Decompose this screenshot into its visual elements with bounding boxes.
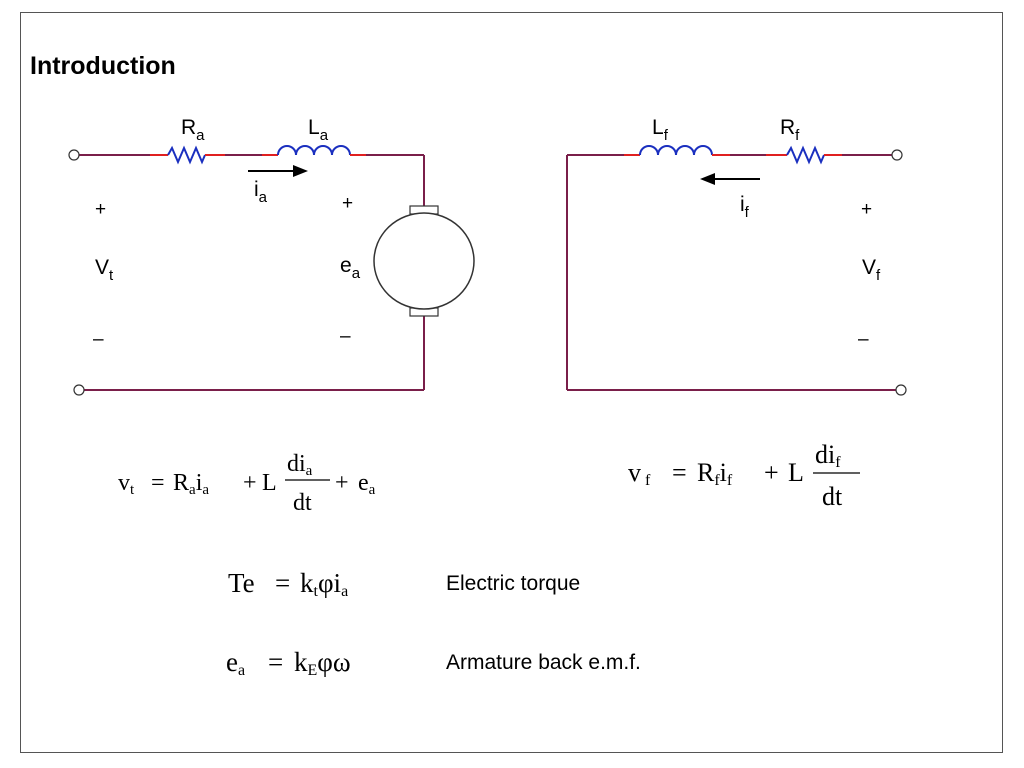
motor-armature — [373, 212, 475, 310]
terminal — [891, 149, 903, 161]
field-voltage-label: Vf — [862, 256, 881, 284]
field-current-label: if — [740, 193, 750, 221]
slide-frame — [20, 12, 1003, 753]
armature-inductor-label: La — [308, 116, 329, 144]
armature-resistor-label: Ra — [181, 116, 205, 144]
emf-minus-sign: – — [340, 326, 351, 347]
terminal — [895, 384, 907, 396]
eq-plus: + — [764, 458, 779, 487]
eq-lhs: ea — [226, 647, 245, 679]
arrow-left-icon — [700, 173, 715, 185]
armature-resistor — [167, 145, 206, 165]
eq-equals: = — [672, 458, 687, 487]
eq-numerator: dia — [287, 451, 313, 479]
eq-equals: = — [151, 470, 165, 496]
eq-equals: = — [268, 647, 283, 677]
terminal-minus-sign: – — [93, 329, 104, 350]
eq-plus: + — [335, 470, 349, 496]
eq-term: L — [788, 458, 804, 487]
eq-plus: + — [243, 470, 257, 496]
eq-term: Rfif — [697, 458, 733, 489]
armature-inductor — [277, 145, 351, 156]
eq-term: ea — [358, 470, 376, 498]
field-resistor-label: Rf — [780, 116, 800, 144]
armature-current-label: ia — [254, 178, 268, 206]
field-plus-sign: + — [861, 199, 872, 220]
eq-lhs: vt — [118, 470, 135, 498]
field-inductor — [639, 145, 713, 156]
field-resistor — [786, 145, 825, 165]
back-emf-description: Armature back e.m.f. — [446, 651, 641, 674]
eq-denominator: dt — [822, 482, 843, 511]
eq-equals: = — [275, 568, 290, 598]
back-emf-label: ea — [340, 254, 361, 282]
eq-lhs: Te — [228, 568, 255, 598]
page-title: Introduction — [30, 52, 176, 80]
field-minus-sign: – — [858, 329, 869, 350]
eq-term: kEφω — [294, 647, 351, 679]
field-circuit: Lf Rf if + Vf – — [566, 116, 907, 396]
torque-description: Electric torque — [446, 572, 581, 595]
eq-term: ktφia — [300, 568, 348, 600]
eq-term: Raia — [173, 470, 209, 498]
back-emf-equation: ea = kEφω — [226, 647, 351, 679]
armature-voltage-equation: vt = Raia + L dia dt + ea — [118, 451, 376, 516]
torque-equation: Te = ktφia — [228, 568, 348, 600]
eq-denominator: dt — [293, 490, 312, 516]
terminal-voltage-label: Vt — [95, 256, 114, 284]
arrow-right-icon — [293, 165, 308, 177]
eq-numerator: dif — [815, 440, 841, 471]
field-inductor-label: Lf — [652, 116, 669, 144]
eq-term: L — [262, 470, 277, 496]
armature-circuit: Ra La ia + Vt – + ea – — [68, 116, 475, 396]
terminal — [68, 149, 80, 161]
emf-plus-sign: + — [342, 193, 353, 214]
terminal-plus-sign: + — [95, 199, 106, 220]
terminal — [73, 384, 85, 396]
